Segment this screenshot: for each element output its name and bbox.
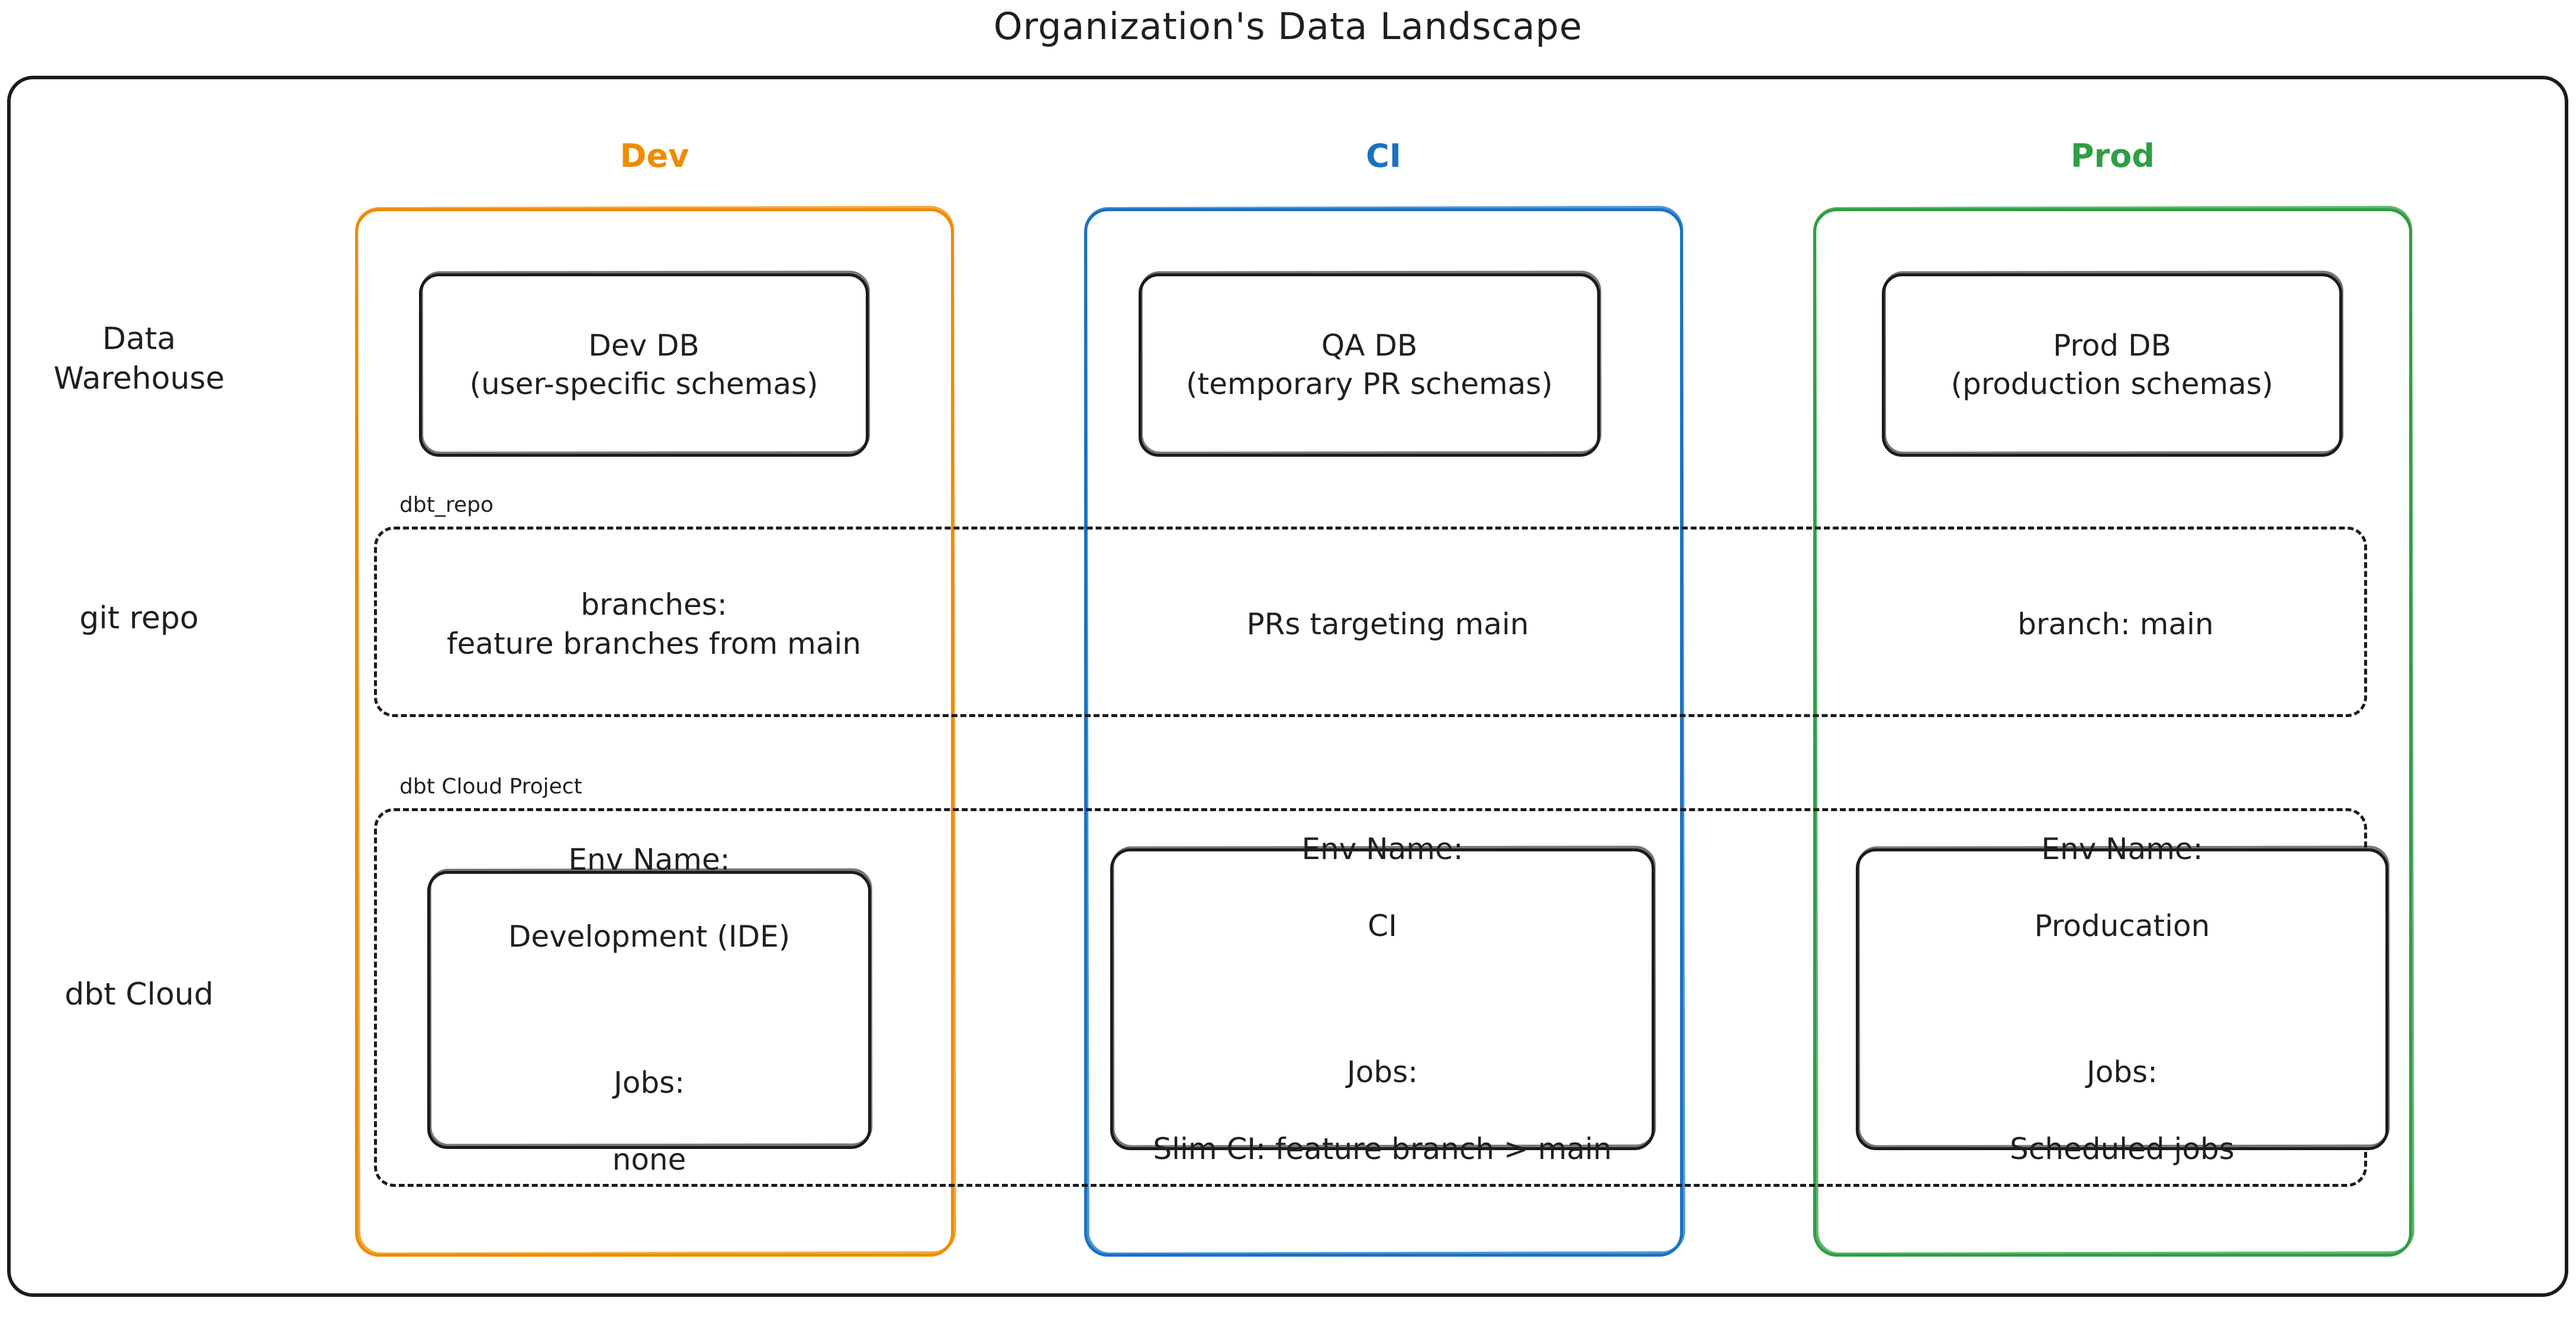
jobs-value-ci: Slim CI: feature branch > main <box>1153 1132 1612 1166</box>
env-name-value-ci: CI <box>1368 909 1397 943</box>
node-prod-db[interactable]: Prod DB (production schemas) <box>1882 270 2344 457</box>
env-header-ci: CI <box>1366 137 1401 175</box>
env-spacer-dev <box>508 995 790 1025</box>
git-cell-prod: branch: main <box>2017 607 2214 641</box>
env-column-dev <box>355 205 956 1257</box>
jobs-label-prod: Jobs: <box>2087 1055 2158 1089</box>
env-header-prod: Prod <box>2071 137 2155 175</box>
row-label-dbt-cloud: dbt Cloud <box>65 977 214 1012</box>
node-qa-db-text: QA DB (temporary PR schemas) <box>1186 328 1553 401</box>
jobs-label-ci: Jobs: <box>1347 1055 1418 1089</box>
env-name-value-dev: Development (IDE) <box>508 919 791 954</box>
node-dbt-env-prod-body: Env Name: Producation Jobs: Scheduled jo… <box>1995 792 2249 1207</box>
node-dbt-env-ci[interactable]: Env Name: CI Jobs: Slim CI: feature bran… <box>1110 832 1656 1166</box>
env-name-label-ci: Env Name: <box>1301 832 1463 866</box>
env-header-dev: Dev <box>620 137 689 175</box>
row-label-git-repo: git repo <box>79 601 199 636</box>
group-dbt-repo-label: dbt_repo <box>394 493 499 517</box>
jobs-label-dev: Jobs: <box>614 1066 685 1100</box>
node-prod-db-text: Prod DB (production schemas) <box>1950 328 2274 401</box>
node-dbt-env-dev-body: Env Name: Development (IDE) Jobs: none <box>494 802 804 1218</box>
group-dbt-cloud-project-label: dbt Cloud Project <box>394 774 588 799</box>
git-cell-ci: PRs targeting main <box>1246 607 1529 641</box>
env-name-label-prod: Env Name: <box>2041 832 2203 866</box>
env-name-label-dev: Env Name: <box>568 843 730 877</box>
env-column-ci <box>1084 205 1685 1257</box>
jobs-value-dev: none <box>612 1142 686 1177</box>
env-column-dev-stroke-outer <box>355 208 954 1257</box>
page-title: Organization's Data Landscape <box>993 5 1583 48</box>
env-spacer-ci <box>1153 984 1611 1015</box>
node-dev-db[interactable]: Dev DB (user-specific schemas) <box>419 270 871 457</box>
group-dbt-repo: dbt_repo <box>374 493 2367 717</box>
env-column-ci-stroke-outer <box>1084 208 1683 1257</box>
node-dev-db-text: Dev DB (user-specific schemas) <box>469 328 818 401</box>
env-name-value-prod: Producation <box>2034 909 2210 943</box>
node-qa-db[interactable]: QA DB (temporary PR schemas) <box>1139 270 1602 457</box>
node-dbt-env-prod[interactable]: Env Name: Producation Jobs: Scheduled jo… <box>1856 832 2390 1166</box>
row-label-data-warehouse: Data Warehouse <box>53 321 225 396</box>
node-dbt-env-dev[interactable]: Env Name: Development (IDE) Jobs: none <box>427 843 873 1177</box>
git-cell-dev: branches: feature branches from main <box>446 588 862 661</box>
node-dbt-env-ci-body: Env Name: CI Jobs: Slim CI: feature bran… <box>1139 792 1626 1207</box>
env-column-prod <box>1813 205 2414 1257</box>
env-spacer-prod <box>2010 984 2235 1015</box>
env-column-prod-stroke-outer <box>1813 208 2412 1257</box>
jobs-value-prod: Scheduled jobs <box>2010 1132 2235 1166</box>
